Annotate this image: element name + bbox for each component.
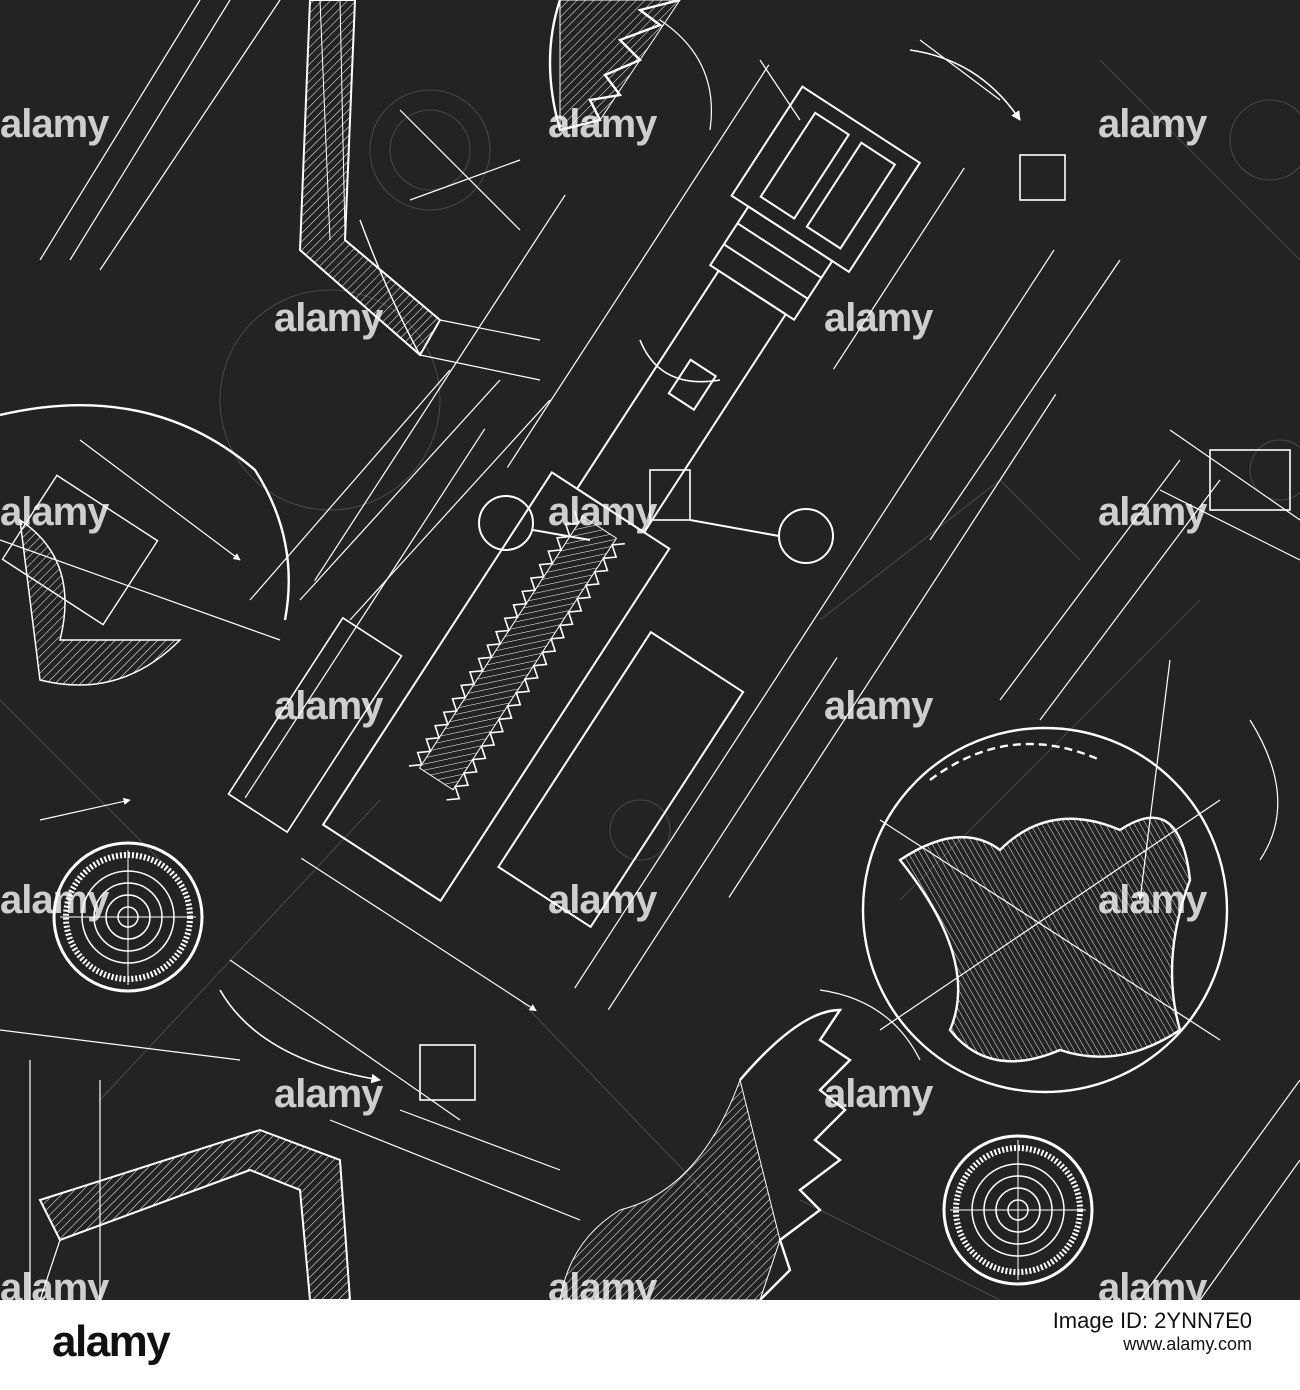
- faint-construction-lines: [0, 59, 1300, 1300]
- footer-bar: alamy Image ID: 2YNN7E0 www.alamy.com: [0, 1300, 1300, 1390]
- toothed-section-top: [548, 0, 712, 132]
- concentric-part-left: [39, 797, 204, 993]
- technical-drawing: [0, 0, 1300, 1300]
- blueprint-artwork: alamy alamy alamy alamy alamy alamy alam…: [0, 0, 1300, 1300]
- site-url[interactable]: www.alamy.com: [1123, 1334, 1252, 1355]
- angle-arcs: [219, 49, 1021, 1084]
- footer-logo[interactable]: alamy: [52, 1317, 171, 1366]
- dimension-boxes: [227, 154, 1291, 1101]
- toothed-section-bottom: [559, 989, 921, 1300]
- l-section-bottom-left: [0, 1029, 352, 1300]
- callout-circles: [478, 495, 834, 564]
- tool-body-drawing: [244, 64, 1057, 1012]
- semicircle-section-left: [0, 404, 290, 686]
- image-id: Image ID: 2YNN7E0: [1052, 1308, 1252, 1333]
- l-section-top-left: [298, 0, 541, 381]
- diagonal-dimension-lines: [39, 0, 1300, 1300]
- concentric-part-right: [942, 1134, 1094, 1286]
- round-cross-section: [861, 659, 1279, 1094]
- image-info: Image ID: 2YNN7E0 www.alamy.com: [1053, 1308, 1252, 1356]
